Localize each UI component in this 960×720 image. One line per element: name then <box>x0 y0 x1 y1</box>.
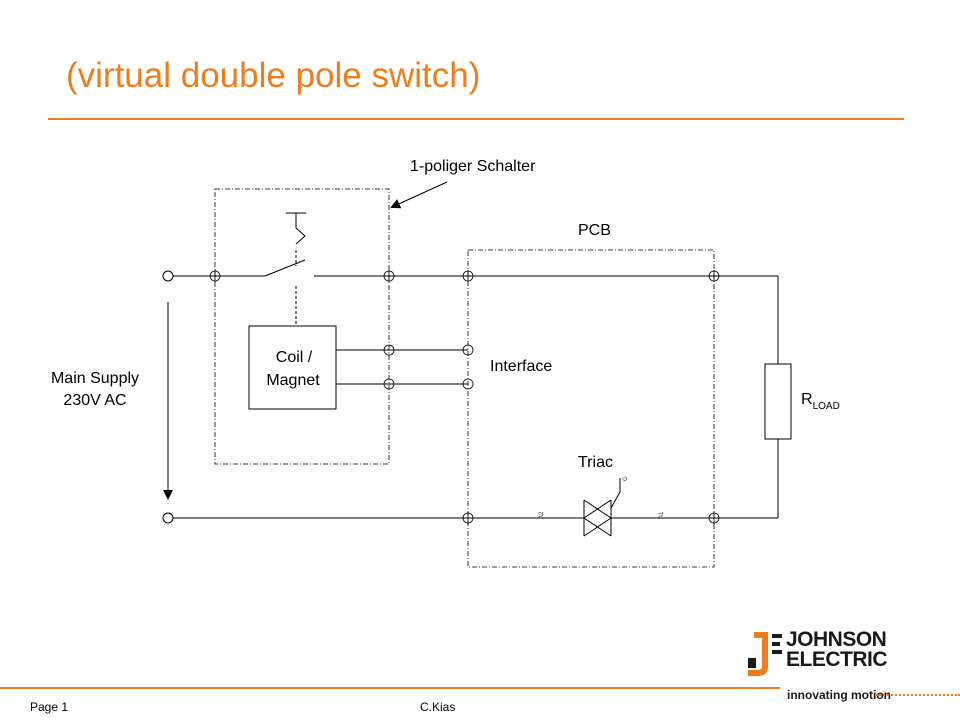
logo-line1: JOHNSON <box>786 628 887 651</box>
interface-wires <box>336 349 468 385</box>
johnson-electric-logo-icon <box>748 632 782 676</box>
coil-label-line1: Coil / <box>276 349 313 366</box>
top-wire <box>173 259 779 364</box>
page-number: Page 1 <box>30 700 69 714</box>
load-label: RLOAD <box>801 391 840 412</box>
logo-line2: ELECTRIC <box>786 648 888 671</box>
terminals <box>162 270 174 524</box>
triac-label: Triac <box>578 454 613 471</box>
footer-rule <box>0 687 780 689</box>
pcb-boundary-box <box>467 249 715 568</box>
supply-terminal-top <box>162 270 174 282</box>
interface-label: Interface <box>490 358 552 375</box>
slide-title: (virtual double pole switch) <box>66 56 481 95</box>
triac-pin-a2: A2 <box>539 511 545 519</box>
author: C.Kias <box>420 700 456 714</box>
triac-symbol <box>583 478 621 537</box>
logo-tagline: innovating motion <box>787 688 891 702</box>
pcb-label: PCB <box>578 222 611 239</box>
supply-label-line2: 230V AC <box>63 392 126 409</box>
load-resistor <box>764 363 792 440</box>
supply-terminal-bottom <box>162 512 174 524</box>
switch-actuator <box>286 212 306 326</box>
supply-label-line1: Main Supply <box>51 370 139 387</box>
connection-nodes <box>209 270 720 524</box>
triac-pin-a1: A1 <box>659 511 665 519</box>
bottom-wire <box>173 439 779 519</box>
title-underline <box>48 118 904 120</box>
coil-magnet-box <box>248 325 337 410</box>
logo-wordmark: JOHNSON ELECTRIC <box>786 628 888 671</box>
switch-boundary-box <box>214 188 390 465</box>
switch-label-arrow <box>390 181 448 209</box>
switch-label: 1-poliger Schalter <box>410 158 536 175</box>
footer-dotted-rule <box>876 694 960 696</box>
coil-label-line2: Magnet <box>266 372 320 389</box>
triac-pin-g: G <box>623 476 629 481</box>
